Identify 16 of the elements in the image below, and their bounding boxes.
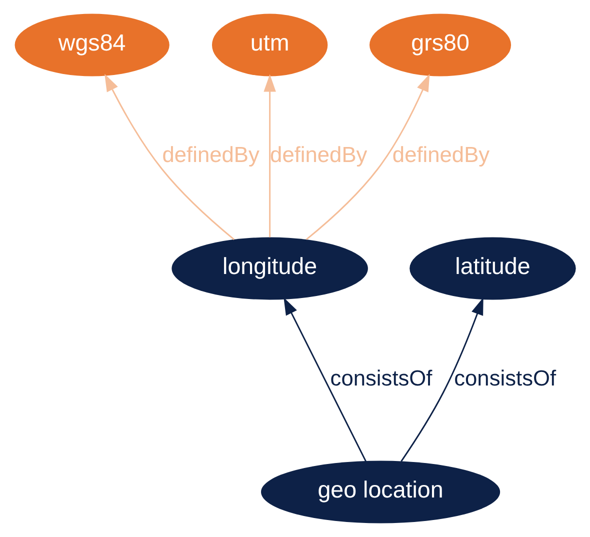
arrow xyxy=(104,74,234,240)
edge-label: consistsOf xyxy=(330,365,432,390)
edge-label: definedBy xyxy=(392,142,490,167)
node-ellipse: latitude xyxy=(409,237,576,300)
edge-label: consistsOf xyxy=(454,365,556,390)
node-ellipse: utm xyxy=(211,14,328,76)
edge-label: definedBy xyxy=(270,142,367,167)
arrow xyxy=(400,297,483,462)
node-ellipse: geo location xyxy=(260,460,500,524)
arrow xyxy=(283,297,366,462)
arrow xyxy=(305,74,430,240)
node-ellipse: longitude xyxy=(171,237,368,300)
node-ellipse: wgs84 xyxy=(14,14,169,76)
arrow xyxy=(263,74,276,238)
edge-label: definedBy xyxy=(162,142,259,167)
node-ellipse: grs80 xyxy=(369,14,511,76)
